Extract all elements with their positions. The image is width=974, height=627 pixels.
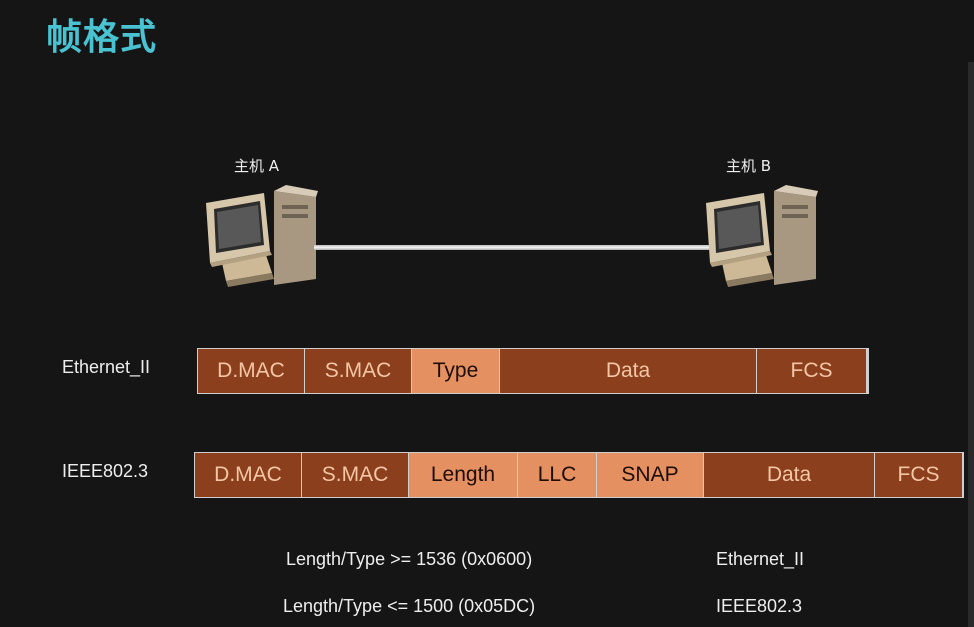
ieee8023-label: IEEE802.3	[62, 461, 149, 481]
eth-field-smac: S.MAC	[305, 349, 411, 393]
ieee-field-snap: SNAP	[597, 453, 703, 497]
slide-edge	[968, 62, 974, 627]
rule-2-condition: Length/Type <= 1500 (0x05DC)	[283, 596, 536, 616]
ieee-field-data: Data	[704, 453, 874, 497]
rule-1-result: Ethernet_II	[716, 549, 805, 569]
ieee-field-smac: S.MAC	[302, 453, 408, 497]
eth-field-data: Data	[500, 349, 756, 393]
ethernet-ii-frame: D.MAC S.MAC Type Data FCS	[197, 348, 869, 394]
ieee8023-frame: D.MAC S.MAC Length LLC SNAP Data FCS	[194, 452, 964, 498]
ieee-field-fcs: FCS	[875, 453, 962, 497]
rule-1-condition: Length/Type >= 1536 (0x0600)	[286, 549, 533, 569]
host-a-label: 主机 A	[234, 157, 280, 175]
ieee-field-llc: LLC	[518, 453, 596, 497]
eth-field-dmac: D.MAC	[198, 349, 304, 393]
eth-field-fcs: FCS	[757, 349, 866, 393]
eth-field-type: Type	[412, 349, 499, 393]
ieee-field-length: Length	[409, 453, 517, 497]
computer-a-icon	[206, 185, 318, 287]
rule-2-result: IEEE802.3	[716, 596, 803, 616]
network-cable	[314, 245, 709, 250]
ieee-field-dmac: D.MAC	[195, 453, 301, 497]
ethernet-ii-label: Ethernet_II	[62, 357, 151, 377]
computer-b-icon	[706, 185, 818, 287]
page-title: 帧格式	[46, 17, 158, 58]
host-b-label: 主机 B	[726, 157, 772, 175]
